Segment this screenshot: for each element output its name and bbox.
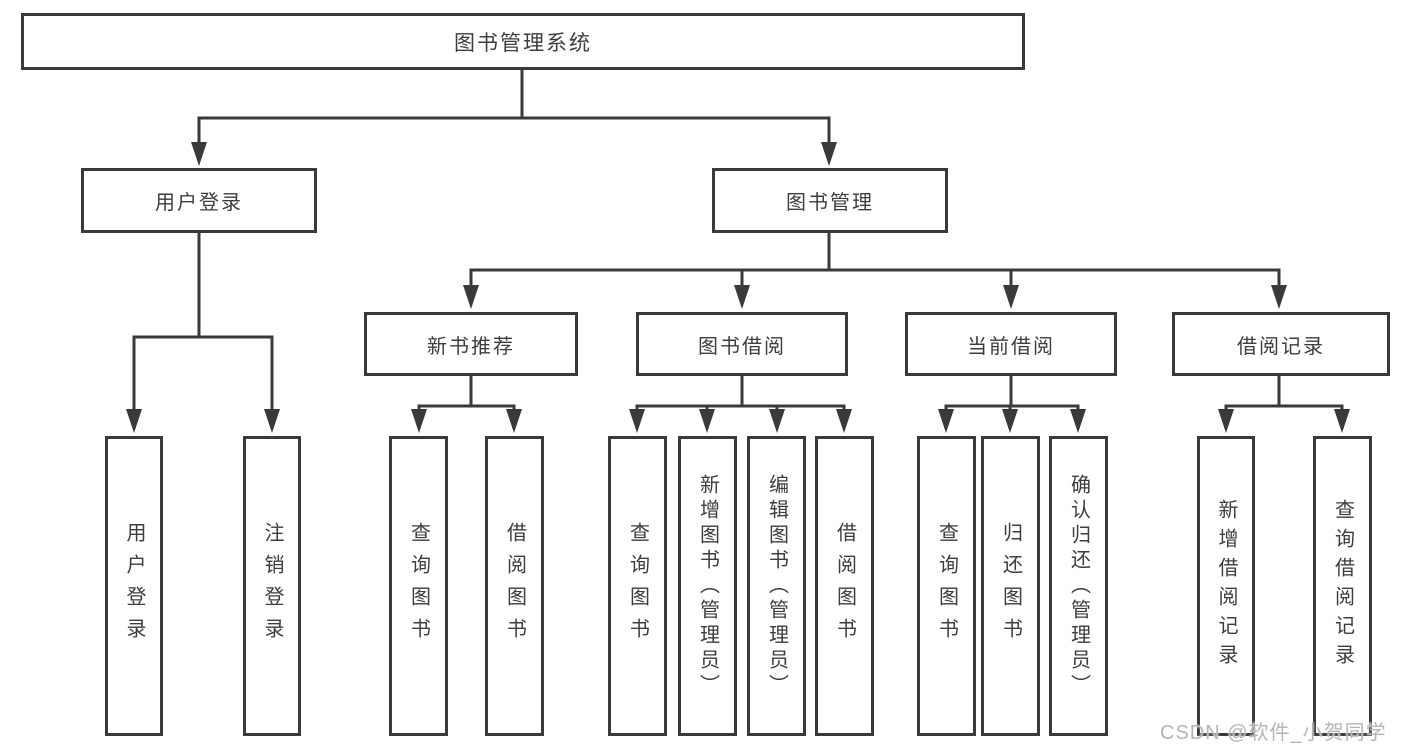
leaf-label: 查询图书: [935, 522, 958, 650]
leaf-borrow-books-borrowing: 借阅图书: [815, 436, 874, 736]
leaf-query-books-borrowing: 查询图书: [608, 436, 667, 736]
node-user-login: 用户登录: [81, 168, 317, 233]
node-book-management: 图书管理: [712, 168, 948, 233]
csdn-watermark: CSDN @软件_小贺同学: [1160, 722, 1387, 744]
node-book-borrowing: 图书借阅: [636, 312, 848, 376]
node-borrowing-records: 借阅记录: [1172, 312, 1390, 376]
leaf-label: 借阅图书: [833, 522, 856, 650]
leaf-confirm-return-admin: 确认归还（管理员）: [1049, 436, 1108, 736]
leaf-label: 新增图书（管理员）: [696, 473, 719, 699]
node-label: 新书推荐: [427, 335, 515, 358]
leaf-borrow-books-recommend: 借阅图书: [485, 436, 544, 736]
node-label: 图书借阅: [698, 335, 786, 358]
leaf-query-books-recommend: 查询图书: [389, 436, 448, 736]
leaf-label: 用户登录: [123, 522, 145, 650]
node-current-borrowing: 当前借阅: [905, 312, 1117, 376]
node-label: 借阅记录: [1237, 335, 1325, 358]
node-label: 图书管理系统: [454, 31, 592, 55]
leaf-label: 查询图书: [626, 522, 649, 650]
leaf-user-login: 用户登录: [105, 436, 163, 736]
node-new-book-recommendation: 新书推荐: [364, 312, 578, 376]
leaf-edit-books-admin: 编辑图书（管理员）: [747, 436, 806, 736]
leaf-label: 查询图书: [407, 522, 430, 650]
leaf-label: 查询借阅记录: [1331, 499, 1354, 673]
node-library-management-system: 图书管理系统: [21, 13, 1025, 70]
leaf-query-books-current: 查询图书: [917, 436, 976, 736]
leaf-label: 归还图书: [999, 522, 1022, 650]
leaf-query-borrow-record: 查询借阅记录: [1313, 436, 1372, 736]
leaf-label: 编辑图书（管理员）: [765, 473, 788, 699]
leaf-label: 借阅图书: [503, 522, 526, 650]
leaf-logout: 注销登录: [243, 436, 301, 736]
leaf-label: 新增借阅记录: [1215, 499, 1237, 673]
node-label: 图书管理: [786, 192, 874, 214]
node-label: 用户登录: [155, 192, 243, 214]
leaf-label: 确认归还（管理员）: [1067, 473, 1090, 699]
node-label: 当前借阅: [967, 335, 1055, 358]
leaf-return-books: 归还图书: [981, 436, 1040, 736]
leaf-add-books-admin: 新增图书（管理员）: [678, 436, 737, 736]
leaf-add-borrow-record: 新增借阅记录: [1197, 436, 1255, 736]
leaf-label: 注销登录: [261, 522, 283, 650]
